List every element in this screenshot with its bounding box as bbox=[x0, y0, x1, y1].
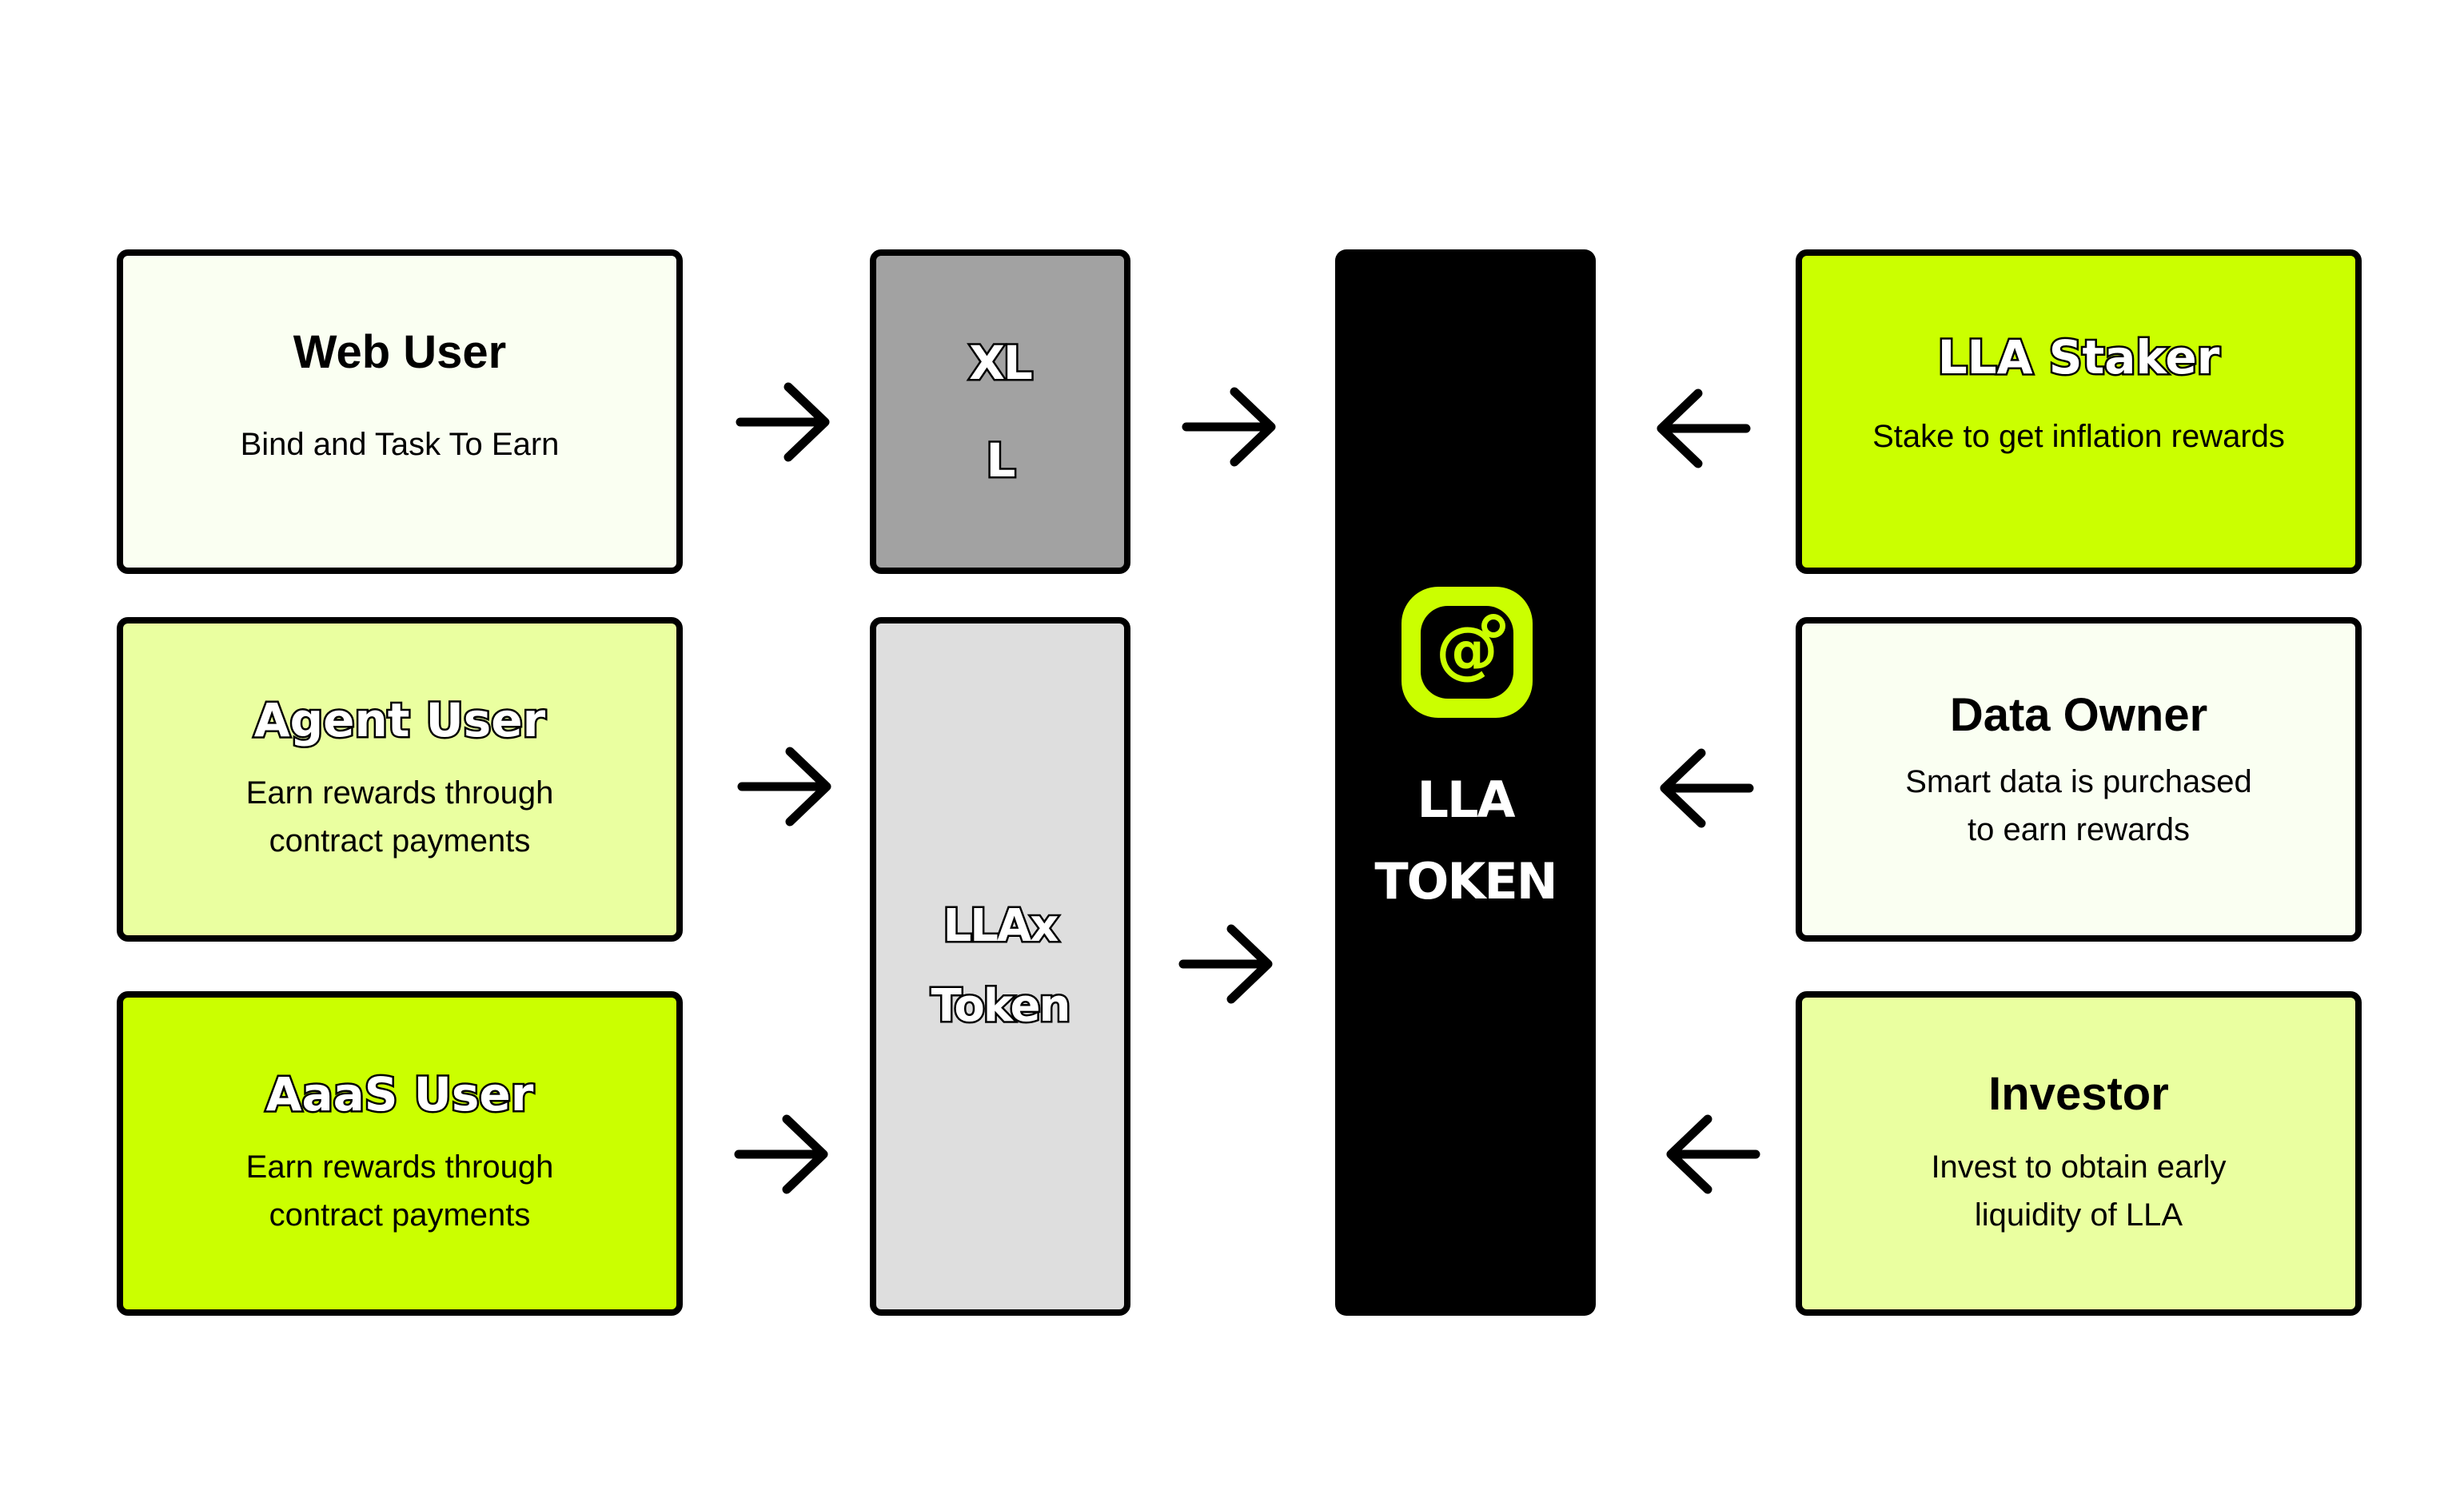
arrow-right-icon bbox=[734, 1114, 830, 1194]
web-user-desc: Bind and Task To Earn bbox=[240, 427, 560, 463]
agent-user-desc: Earn rewards through contract payments bbox=[245, 775, 554, 859]
at-sign-logo-icon: @ bbox=[1401, 587, 1533, 718]
data-owner-title: Data Owner bbox=[1949, 688, 2208, 741]
agent-user-title: Agent User bbox=[252, 691, 548, 748]
web-user-card: Web User Bind and Task To Earn bbox=[117, 249, 683, 574]
lla-staker-title: LLA Staker bbox=[1936, 329, 2222, 385]
arrow-right-icon bbox=[737, 747, 833, 827]
investor-title: Investor bbox=[1988, 1067, 2169, 1120]
data-owner-desc: Smart data is purchased to earn rewards bbox=[1905, 764, 2252, 848]
lla-token-label: LLA TOKEN bbox=[1373, 769, 1560, 913]
llax-token-label: LLAx Token bbox=[929, 898, 1073, 1034]
arrow-left-icon bbox=[1665, 1114, 1760, 1194]
llax-token-block: LLAx Token bbox=[870, 617, 1130, 1316]
arrow-right-icon bbox=[1182, 387, 1278, 467]
aaas-user-desc: Earn rewards through contract payments bbox=[245, 1149, 554, 1233]
aaas-user-card: AaaS User Earn rewards through contract … bbox=[117, 991, 683, 1316]
arrow-left-icon bbox=[1655, 388, 1751, 468]
investor-desc: Invest to obtain early liquidity of LLA bbox=[1931, 1149, 2227, 1233]
investor-card: Investor Invest to obtain early liquidit… bbox=[1796, 991, 2362, 1316]
web-user-title: Web User bbox=[293, 325, 507, 378]
lla-token-column bbox=[1335, 249, 1596, 1316]
data-owner-card: Data Owner Smart data is purchased to ea… bbox=[1796, 617, 2362, 942]
xl-block-label: XL L bbox=[967, 334, 1035, 490]
arrow-right-icon bbox=[736, 382, 831, 462]
aaas-user-title: AaaS User bbox=[264, 1066, 536, 1122]
arrow-right-icon bbox=[1178, 924, 1274, 1004]
lla-staker-desc: Stake to get inflation rewards bbox=[1872, 419, 2285, 455]
xl-block: XL L bbox=[870, 249, 1130, 574]
arrow-left-icon bbox=[1658, 748, 1754, 828]
agent-user-card: Agent User Earn rewards through contract… bbox=[117, 617, 683, 942]
lla-staker-card: LLA Staker Stake to get inflation reward… bbox=[1796, 249, 2362, 574]
